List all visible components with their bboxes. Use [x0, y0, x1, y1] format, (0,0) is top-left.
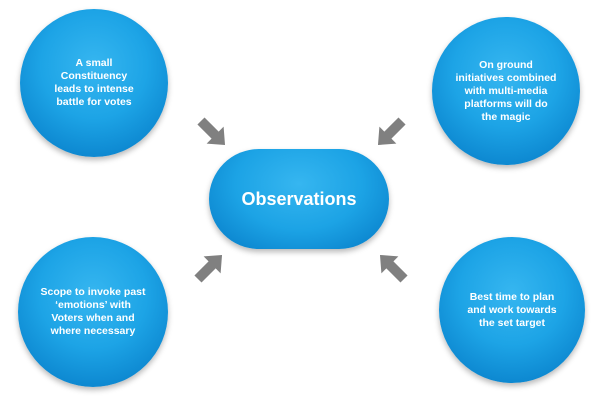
center-node-label: Observations [241, 188, 357, 209]
node-bottom-right: Best time to plan and work towards the s… [439, 237, 585, 383]
node-top-left: A small Constituency leads to intense ba… [20, 9, 168, 157]
arrow-icon-top-left [192, 112, 234, 154]
node-top-right: On ground initiatives combined with mult… [432, 17, 580, 165]
node-bottom-right-text: Best time to plan and work towards the s… [467, 290, 557, 329]
arrow-icon-top-right [369, 112, 411, 154]
arrow-icon-bottom-left [189, 246, 231, 288]
node-bottom-left-text: Scope to invoke past ‘emotions’ with Vot… [40, 286, 146, 337]
node-bottom-left: Scope to invoke past ‘emotions’ with Vot… [18, 237, 168, 387]
node-top-left-text: A small Constituency leads to intense ba… [54, 57, 134, 108]
arrow-icon-bottom-right [371, 246, 413, 288]
node-top-right-text: On ground initiatives combined with mult… [455, 58, 557, 123]
center-node: Observations [209, 149, 389, 249]
